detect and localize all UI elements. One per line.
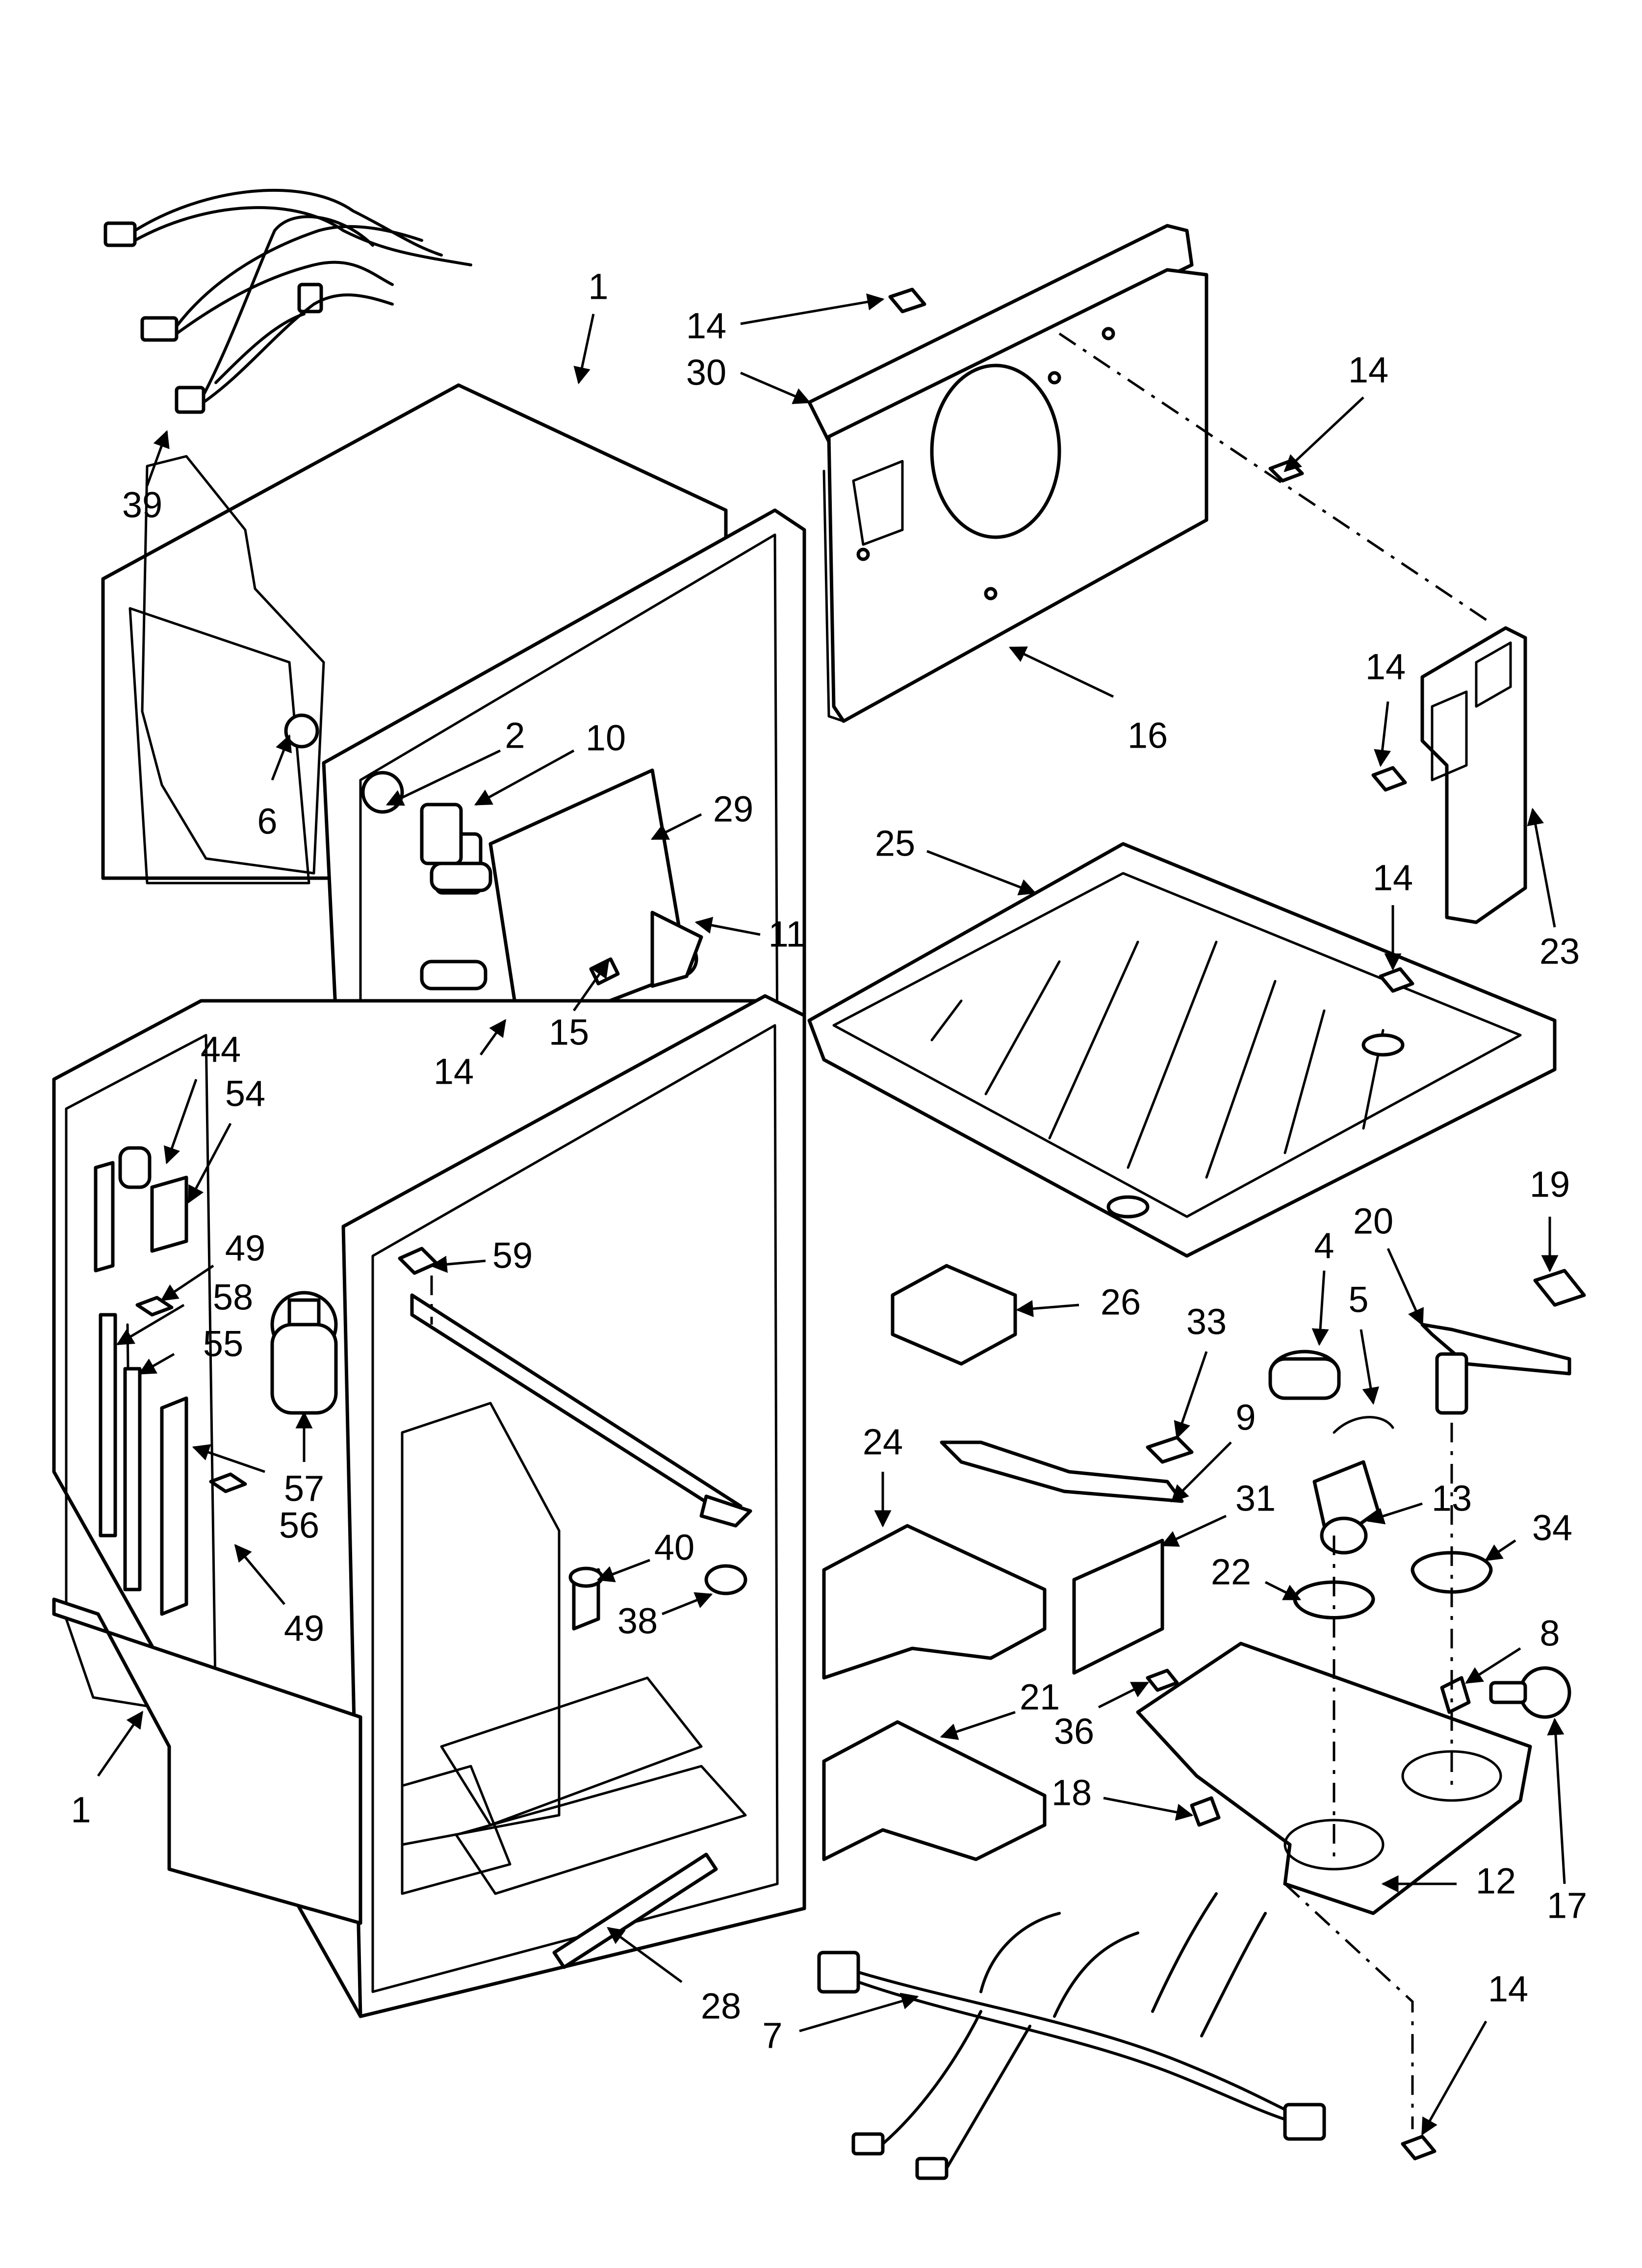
callout-label: 21 <box>1020 1677 1060 1718</box>
callout-label: 1 <box>588 266 608 307</box>
callout-label: 4 <box>1314 1225 1334 1266</box>
auger-motor-cover <box>1371 626 1527 924</box>
callout-label: 58 <box>213 1277 253 1318</box>
callout-label: 2 <box>505 715 525 756</box>
refrigerator-cabinet <box>52 994 806 2018</box>
shelf-support-bar <box>398 1247 752 1528</box>
callout-label: 22 <box>1211 1552 1251 1592</box>
callout-label: 17 <box>1547 1885 1587 1926</box>
callout-label: 26 <box>1101 1282 1141 1323</box>
callout-label: 44 <box>201 1029 241 1070</box>
callout-label: 10 <box>586 718 626 758</box>
callout-label: 39 <box>122 485 162 525</box>
back-panel <box>807 224 1492 723</box>
callout-label: 20 <box>1353 1201 1393 1242</box>
callout-label: 11 <box>769 914 806 955</box>
callout-label: 30 <box>686 352 726 393</box>
callout-label: 19 <box>1530 1164 1570 1205</box>
callout-label: 31 <box>1235 1478 1276 1519</box>
callout-label: 40 <box>654 1527 694 1568</box>
callout-label: 14 <box>1488 1969 1528 2009</box>
callout-label: 36 <box>1054 1711 1094 1752</box>
cabinet-small-parts <box>94 1146 747 1969</box>
callout-label: 49 <box>284 1608 324 1649</box>
callout-label: 14 <box>434 1051 474 1092</box>
callout-label: 25 <box>875 823 915 864</box>
callout-label: 14 <box>686 306 726 346</box>
callout-label: 9 <box>1235 1397 1256 1438</box>
callout-label: 1 <box>71 1790 91 1830</box>
callout-label: 8 <box>1539 1613 1560 1654</box>
callout-label: 5 <box>1348 1279 1368 1320</box>
callout-label: 14 <box>1365 647 1406 687</box>
callout-label: 6 <box>257 801 277 842</box>
lower-wiring-harness <box>817 1892 1326 2180</box>
callout-label: 55 <box>203 1324 243 1364</box>
callout-label: 49 <box>225 1228 265 1269</box>
callout-label: 13 <box>1432 1478 1472 1519</box>
callout-label: 14 <box>1348 350 1388 391</box>
upper-wiring-harness <box>103 188 472 414</box>
callout-label: 16 <box>1128 715 1168 756</box>
callout-label: 56 <box>279 1505 319 1546</box>
callout-label: 34 <box>1532 1508 1572 1548</box>
callout-label: 59 <box>492 1235 533 1276</box>
callout-label: 28 <box>701 1986 741 2027</box>
callout-label: 18 <box>1052 1773 1092 1813</box>
callout-label: 15 <box>549 1012 589 1053</box>
ice-container-shelf <box>807 842 1557 1258</box>
callout-label: 24 <box>863 1422 903 1462</box>
callout-labels: 1 14 30 14 39 2 10 29 6 11 15 14 <box>71 266 1587 2136</box>
callout-label: 29 <box>713 789 753 830</box>
callout-label: 38 <box>617 1601 658 1642</box>
callout-label: 33 <box>1186 1302 1227 1342</box>
dispenser-components <box>822 1264 1586 2161</box>
callout-label: 14 <box>1373 858 1413 898</box>
callout-label: 54 <box>225 1073 265 1114</box>
callout-label: 12 <box>1476 1861 1516 1902</box>
callout-label: 57 <box>284 1468 324 1509</box>
callout-label: 23 <box>1539 931 1580 972</box>
callout-label: 7 <box>762 2015 782 2056</box>
